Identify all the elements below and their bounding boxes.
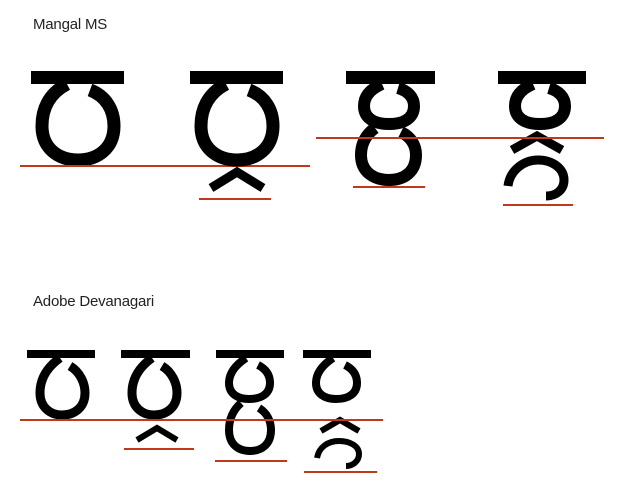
font-label-mangal: Mangal MS [33, 16, 108, 33]
mangal-row [20, 71, 604, 206]
mangal-glyph-tha-stacked [346, 71, 435, 187]
adobe-glyph-tha-chevron [121, 350, 190, 443]
adobe-glyph-tha-hook [303, 350, 371, 469]
mangal-glyph-tha-hook [498, 71, 586, 201]
mangal-glyph-tha [31, 71, 124, 167]
adobe-glyph-tha-stacked [216, 350, 284, 456]
mangal-glyph-tha-chevron [190, 71, 283, 192]
adobe-row [20, 350, 383, 473]
font-label-adobe: Adobe Devanagari [33, 293, 155, 310]
adobe-glyph-tha [27, 350, 95, 420]
